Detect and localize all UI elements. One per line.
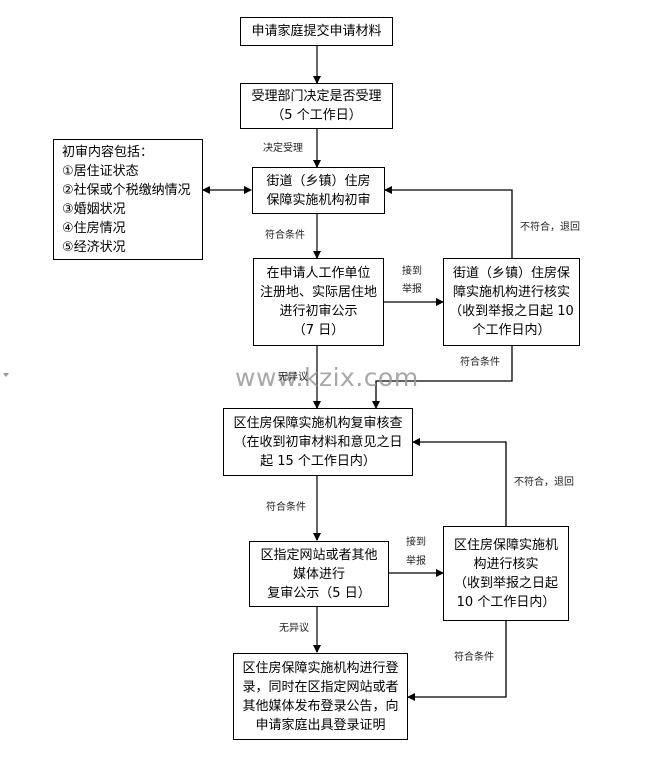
node-district-review: 区住房保障实施机构复审核查 （在收到初审材料和意见之日 起 15 个工作日内） [223,408,413,476]
node-text: ⑤经济状况 [62,239,126,255]
node-text: 进行初审公示 [279,304,358,319]
edge-label-no-objection: 无异议 [278,372,308,383]
edge-label-report: 举报 [402,284,422,295]
node-text: 复审公示（5 日） [267,585,371,601]
node-review-content: 初审内容包括： ①居住证状态 ②社保或个税缴纳情况 ③婚姻状况 ④住房情况 ⑤经… [53,139,203,260]
arrow-verify-to-district-review [372,345,513,409]
edge-label-reject: 不符合，退回 [514,477,574,488]
node-text: 区住房保障实施机构进行登 [242,660,399,676]
node-text: 起 15 个工作日内） [260,453,376,469]
node-text: 申请家庭出具登录证明 [255,717,386,733]
node-district-verify: 区住房保障实施机 构进行核实 （收到举报之日起 10 个工作日内） [443,526,569,621]
edge-label-report: 接到 [402,266,422,277]
node-text: ①居住证状态 [62,163,139,179]
edge-label-qualified: 符合条件 [460,357,500,368]
node-text: （在收到初审材料和意见之日 [233,434,403,450]
edge-label-qualified: 符合条件 [265,230,305,241]
node-text: （收到举报之日起 10 [449,304,574,319]
edge-label-report: 接到 [406,537,426,548]
edge-label-decide-accept: 决定受理 [263,143,303,154]
node-text: ②社保或个税缴纳情况 [62,182,191,198]
edge-label-qualified: 符合条件 [454,652,494,663]
edge-label-report: 举报 [406,556,426,567]
node-text: 其他媒体发布登录公告，向 [242,698,399,714]
arrow-verify-reject-to-street-review [384,186,513,258]
edge-label-no-objection: 无异议 [279,623,309,634]
node-text: 受理部门决定是否受理 [251,89,382,104]
arrow-district-verify-reject [412,438,507,526]
node-text: （7 日） [292,323,345,338]
arrow-district-verify-to-register [407,620,507,701]
node-text: （5 个工作日） [271,108,362,123]
edge-label-qualified: 符合条件 [266,502,306,513]
node-text: ④住房情况 [62,220,126,236]
node-district-publicity: 区指定网站或者其他 媒体进行 复审公示（5 日） [249,541,389,607]
node-text: 个工作日内） [472,323,551,338]
node-submit: 申请家庭提交申请材料 [240,17,393,46]
node-text: 区住房保障实施机构复审核查 [233,415,403,431]
node-register: 区住房保障实施机构进行登 录，同时在区指定网站或者 其他媒体发布登录公告，向 申… [233,653,408,740]
node-text: 初审内容包括： [62,144,154,160]
edge-label-reject: 不符合，退回 [520,222,580,233]
node-text: 注册地、实际居住地 [259,285,377,300]
node-text: 媒体进行 [292,566,345,582]
node-text: （收到举报之日起 [453,575,558,591]
node-text: ③婚姻状况 [62,201,126,217]
node-street-verify: 街道（乡镇）住房保 障实施机构进行核实 （收到举报之日起 10 个工作日内） [443,258,580,346]
node-text: 构进行核实 [473,556,539,572]
node-text: 在申请人工作单位 [266,266,371,281]
node-text: 录，同时在区指定网站或者 [242,679,399,695]
node-text: 保障实施机构初审 [266,192,371,208]
node-text: 区指定网站或者其他 [260,547,378,563]
node-text: 障实施机构进行核实 [452,285,570,300]
node-text: 街道（乡镇）住房 [266,173,371,189]
node-text: 10 个工作日内） [456,594,556,610]
node-text: 街道（乡镇）住房保 [452,266,570,281]
node-street-publicity: 在申请人工作单位 注册地、实际居住地 进行初审公示 （7 日） [253,258,384,346]
node-accept: 受理部门决定是否受理 （5 个工作日） [240,83,393,129]
node-street-review: 街道（乡镇）住房 保障实施机构初审 [252,167,385,214]
node-text: 区住房保障实施机 [453,537,558,553]
corner-marker [3,373,9,377]
watermark: www.kzix.com [235,363,419,392]
node-text: 申请家庭提交申请材料 [251,24,382,39]
